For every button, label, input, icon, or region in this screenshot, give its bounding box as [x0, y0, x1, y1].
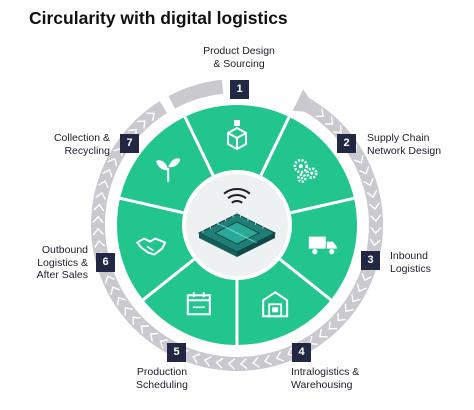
ring-chevron	[102, 168, 113, 178]
ring-chevron	[315, 108, 325, 118]
ring-chevron	[124, 307, 133, 316]
truck-icon	[308, 236, 337, 255]
ring-chevron	[215, 357, 224, 369]
center-hub	[182, 170, 292, 280]
ring-tail	[168, 79, 224, 109]
ring-chevron	[275, 351, 285, 362]
ring-chevron	[251, 356, 260, 368]
ring-chevron	[192, 353, 201, 364]
ring-chevron	[132, 316, 141, 326]
ring-chevron	[110, 286, 121, 295]
segment-divider	[119, 196, 184, 215]
segment-divider	[290, 196, 355, 215]
ring-chevron	[149, 332, 159, 342]
ring-chevron	[370, 214, 382, 223]
step-7-badge: 7	[120, 134, 139, 153]
handshake-icon	[136, 237, 167, 256]
ring-chevron	[328, 321, 338, 330]
step-3-badge: 3	[361, 251, 380, 270]
ring-chevron	[227, 358, 236, 370]
ring-chevron	[146, 112, 155, 121]
ring-chevron	[353, 155, 364, 164]
step-4-label: Intralogistics &Warehousing	[291, 366, 360, 391]
ring-chevron	[136, 120, 146, 129]
ring-chevron	[366, 189, 378, 199]
ring-chevron	[239, 358, 248, 370]
ring-chevron	[140, 325, 150, 334]
segment-divider	[183, 116, 215, 177]
step-6-badge: 6	[96, 253, 115, 272]
segment-divider	[142, 258, 195, 301]
step-1-badge: 1	[230, 80, 249, 99]
step-4-badge: 4	[292, 343, 311, 362]
cube-box-icon	[227, 120, 248, 151]
ring-chevron	[93, 203, 105, 212]
ring-chevron	[98, 180, 109, 189]
segment-icons	[136, 120, 337, 318]
ring-chevron	[333, 124, 342, 134]
ring-chevron	[92, 227, 104, 236]
ring-chevron	[319, 329, 328, 338]
chip-grid	[234, 231, 257, 244]
ring-chevron	[104, 275, 115, 284]
ring-chevron	[356, 283, 367, 293]
ring-chevron	[351, 293, 361, 303]
ring-chevron	[363, 177, 374, 187]
ring-chevron	[324, 116, 334, 125]
ring-chevron	[107, 157, 118, 167]
wireless-icon	[223, 188, 251, 204]
chip-wireless-icon	[197, 213, 277, 257]
ring-chevron	[368, 202, 380, 211]
ring-chevron	[95, 191, 107, 200]
step-7-label: Collection &Recycling	[53, 132, 110, 157]
ring-chevron	[116, 296, 127, 306]
step-2-badge: 2	[337, 134, 356, 153]
ring-chevron	[94, 239, 106, 248]
ring-chevron	[203, 355, 212, 367]
ring-chevron	[337, 312, 346, 322]
segment-divider	[259, 116, 291, 177]
step-5-badge: 5	[167, 343, 186, 362]
ring-chevron	[369, 238, 381, 247]
ring-arrow-head	[292, 89, 319, 113]
ring-chevron	[263, 354, 273, 366]
ring-chevron	[344, 303, 354, 313]
calendar-icon	[186, 292, 211, 316]
circular-arrow-ring	[90, 79, 383, 371]
ring-chevron	[361, 272, 372, 282]
ring-chevron	[370, 226, 382, 235]
ring-chevron	[359, 166, 370, 175]
gears-icon	[293, 158, 318, 183]
ring-chevron	[159, 339, 169, 349]
segment-divider	[279, 258, 332, 302]
diagram-title: Circularity with digital logistics	[29, 8, 288, 28]
warehouse-icon	[262, 291, 289, 318]
sprout-icon	[156, 158, 181, 183]
step-1-label: Product Design& Sourcing	[203, 45, 275, 70]
ring-chevron	[92, 215, 104, 224]
